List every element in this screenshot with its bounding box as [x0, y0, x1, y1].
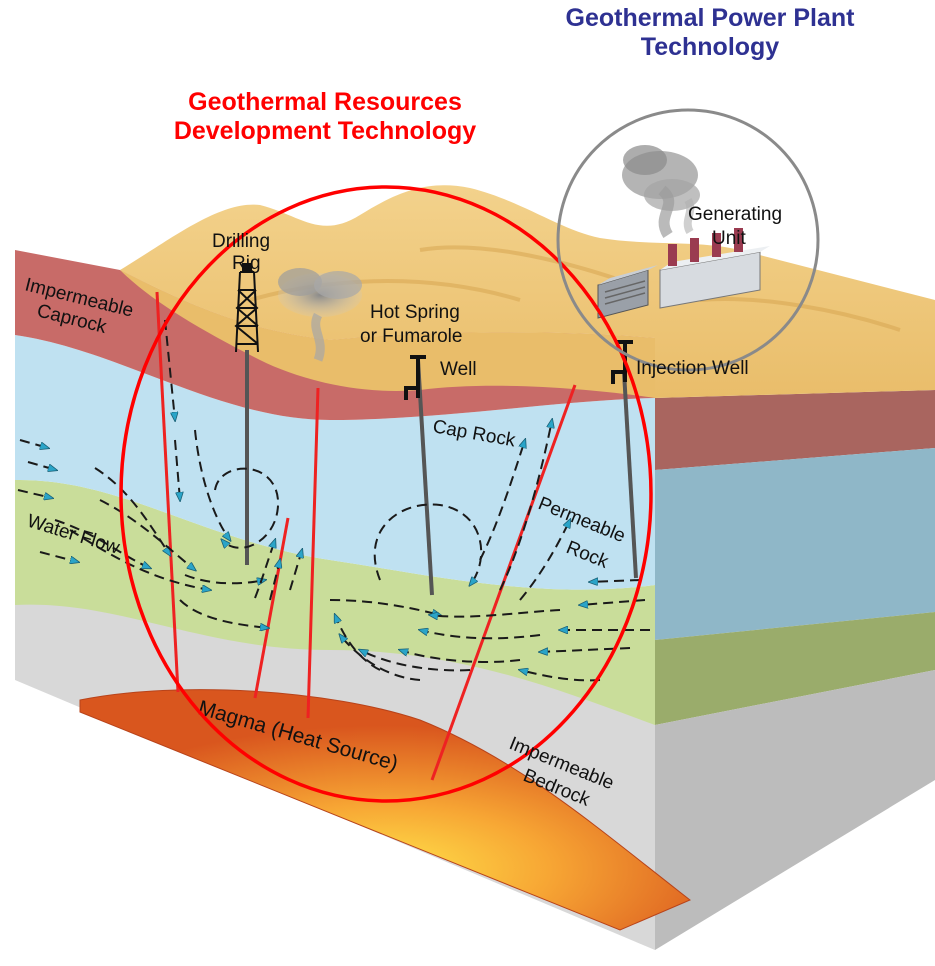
block-right-face: [655, 390, 935, 950]
power-plant-highlight-circle: [556, 108, 820, 372]
resources-highlight-circle: [119, 185, 653, 803]
wells: [245, 350, 638, 596]
flow-arrows: [17, 319, 650, 682]
injection-well-shaft: [622, 371, 638, 579]
magma-dome: [79, 689, 691, 931]
resources-title: Geothermal Resources Development Technol…: [173, 88, 477, 145]
hot-spring-label-2: or Fumarole: [360, 326, 462, 347]
plant-smoke-icon: [622, 145, 700, 238]
production-well-shaft: [416, 359, 434, 596]
water-flow-layer: [15, 479, 655, 725]
hot-spring-label-1: Hot Spring: [370, 302, 460, 323]
power-plant-icon: [597, 228, 770, 319]
steam-cloud-icon: [278, 268, 362, 362]
generating-unit-label-1: Generating: [688, 204, 782, 225]
drilling-rig-label-1: Drilling: [212, 231, 270, 252]
drilling-rig-label-2: Rig: [232, 253, 261, 274]
injection-well-label: Injection Well: [636, 358, 749, 379]
power-plant-title: Geothermal Power Plant Technology: [565, 4, 855, 61]
well-label: Well: [440, 359, 477, 380]
well-head-icon: [404, 355, 426, 400]
generating-unit-label-2: Unit: [712, 228, 747, 249]
drilling-rig-icon: [234, 263, 259, 353]
